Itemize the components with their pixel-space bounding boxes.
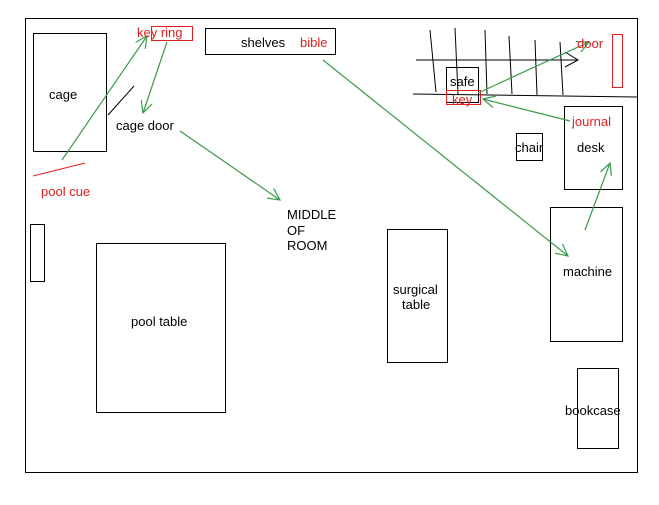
surgical-table-label-2: table <box>402 297 430 312</box>
safe-box <box>446 67 479 103</box>
bible-label: bible <box>300 35 327 50</box>
pool-cue-line <box>32 162 86 177</box>
cage-box <box>33 33 107 152</box>
key-label: key <box>452 92 473 107</box>
chair-label: chair <box>515 140 544 155</box>
cage-door-label: cage door <box>116 118 174 133</box>
key-ring-box <box>151 26 193 41</box>
small-cabinet-box <box>30 224 45 282</box>
machine-box <box>550 207 623 342</box>
path-arrow-keyring-to-cagedoor <box>143 41 168 113</box>
room-outline <box>25 18 638 473</box>
path-arrow-bible-to-machine <box>322 59 568 256</box>
cage-label: cage <box>49 87 77 102</box>
bookcase-box <box>577 368 619 449</box>
middle-of-room-label-3: ROOM <box>287 238 327 253</box>
puzzle-path <box>61 36 610 256</box>
pool-table-box <box>96 243 226 413</box>
surgical-table-label-1: surgical <box>393 282 438 297</box>
pool-table-label: pool table <box>131 314 187 329</box>
path-arrow-cagedoor-to-middle <box>179 130 280 200</box>
machine-label: machine <box>563 264 612 279</box>
surgical-table-box <box>387 229 448 363</box>
desk-label: desk <box>577 140 605 155</box>
bookcase-label: bookcase <box>565 403 621 418</box>
cage-door-line <box>107 85 135 116</box>
journal-label: journal <box>571 114 611 129</box>
chair-box <box>516 133 543 161</box>
pool-cue-label: pool cue <box>41 184 90 199</box>
key-box <box>446 90 481 105</box>
door-box <box>612 34 623 88</box>
door-label: door <box>577 36 604 51</box>
middle-of-room-label-2: OF <box>287 223 305 238</box>
path-arrow-machine-to-desk <box>584 163 610 231</box>
path-arrow-journal-to-key <box>483 99 571 122</box>
shelves-label: shelves <box>241 35 286 50</box>
path-arrow-key-to-door <box>477 42 589 94</box>
stair-arrow-icon <box>564 51 580 68</box>
shelves-box <box>205 28 336 55</box>
desk-box <box>564 106 623 190</box>
key-ring-label: key ring <box>137 25 183 40</box>
safe-label: safe <box>450 74 475 89</box>
path-arrow-cue-to-keyring <box>61 36 147 161</box>
middle-of-room-label-1: MIDDLE <box>287 207 336 222</box>
